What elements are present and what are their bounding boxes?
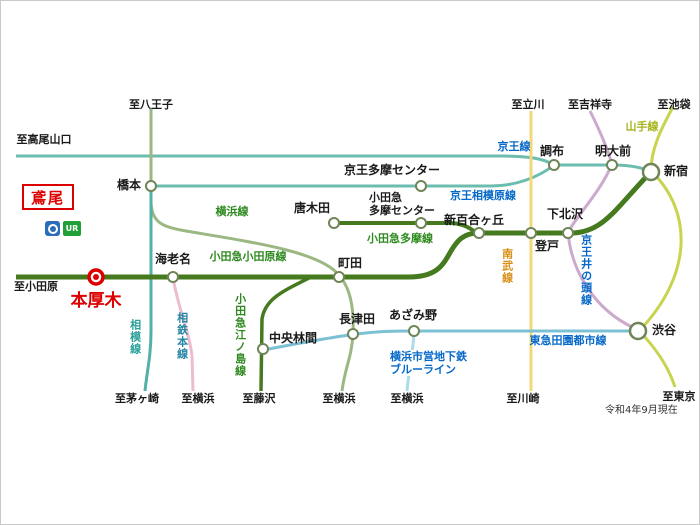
line-label-keio-inokashira: 京王井の頭線 bbox=[579, 234, 593, 306]
station-circle-hashimoto bbox=[145, 180, 157, 192]
line-label-sotetsu: 相鉄本線 bbox=[175, 312, 189, 360]
line-label-yamanote: 山手線 bbox=[625, 120, 659, 133]
station-label-machida: 町田 bbox=[337, 256, 363, 270]
station-circle-shin-yurigaoka bbox=[473, 227, 485, 239]
station-label-odakyu-tama-center: 小田急 多摩センター bbox=[369, 191, 435, 217]
sotetsu-line-path bbox=[171, 277, 195, 392]
direction-label-tokyo: 至東京 bbox=[662, 390, 696, 403]
station-circle-azamino bbox=[408, 325, 420, 337]
line-label-odakyu-odawara: 小田急小田原線 bbox=[209, 250, 287, 263]
line-label-yokohama-subway: 横浜市営地下鉄 ブルーライン bbox=[389, 350, 468, 376]
station-circle-karakida bbox=[328, 217, 340, 229]
station-label-shimokitazawa: 下北沢 bbox=[546, 207, 584, 221]
direction-label-tachikawa: 至立川 bbox=[511, 98, 545, 111]
direction-label-yokohama-subway: 至横浜 bbox=[390, 392, 424, 405]
station-label-hashimoto: 橋本 bbox=[117, 178, 142, 192]
station-label-shin-yurigaoka: 新百合ヶ丘 bbox=[443, 213, 505, 227]
ur-logo-icon: UR bbox=[63, 221, 81, 236]
station-circle-machida bbox=[333, 271, 345, 283]
station-label-shibuya: 渋谷 bbox=[652, 323, 677, 337]
station-circle-odakyu-tama-center bbox=[415, 217, 427, 229]
station-label-azamino: あざみ野 bbox=[388, 308, 438, 322]
odakyu-enoshima-line-path bbox=[259, 276, 310, 392]
direction-label-takaosanguchi: 至高尾山口 bbox=[16, 133, 72, 146]
station-label-odakyu-tama-center-line2: 多摩センター bbox=[369, 204, 435, 217]
odakyu-tama-line-path bbox=[334, 221, 477, 234]
station-circle-keio-tama-center bbox=[415, 180, 427, 192]
keio-inokashira-line-path bbox=[566, 110, 635, 330]
station-label-nagatsuta: 長津田 bbox=[338, 312, 376, 326]
jr-yokohama-line-path bbox=[149, 109, 355, 392]
line-label-nambu: 南武線 bbox=[500, 248, 514, 284]
station-circle-chofu bbox=[548, 159, 560, 171]
line-label-denentoshi: 東急田園都市線 bbox=[529, 334, 607, 347]
honatsugi-label: 本厚木 bbox=[70, 291, 122, 311]
station-circle-shibuya bbox=[628, 321, 648, 341]
line-label-yokohama-subway-line1: 横浜市営地下鉄 bbox=[390, 350, 467, 363]
station-circle-shimokitazawa bbox=[562, 227, 574, 239]
line-label-yokohama-subway-line2: ブルーライン bbox=[390, 363, 456, 376]
direction-label-kichijoji: 至吉祥寺 bbox=[568, 98, 612, 111]
honatsugi-marker-inner bbox=[93, 274, 99, 280]
station-circle-shinjuku bbox=[641, 162, 661, 182]
direction-label-ikebukuro: 至池袋 bbox=[657, 98, 691, 111]
date-note: 令和4年9月現在 bbox=[605, 405, 678, 416]
direction-label-kawasaki: 至川崎 bbox=[506, 392, 540, 405]
direction-label-chigasaki: 至茅ヶ崎 bbox=[115, 392, 159, 405]
station-label-odakyu-tama-center-line1: 小田急 bbox=[369, 191, 402, 204]
brand-logos: UR bbox=[45, 221, 81, 236]
station-label-chofu: 調布 bbox=[539, 144, 565, 158]
line-label-sagami: 相模線 bbox=[128, 319, 142, 355]
tobio-highlight-box: 鳶尾 bbox=[22, 184, 74, 210]
station-label-chuo-rinkan: 中央林間 bbox=[269, 331, 318, 345]
line-label-keio-sagamihara: 京王相模原線 bbox=[450, 189, 516, 202]
station-label-karakida: 唐木田 bbox=[293, 201, 331, 215]
line-label-yokohama: 横浜線 bbox=[215, 205, 249, 218]
line-label-keio: 京王線 bbox=[497, 140, 531, 153]
jr-sagami-line-path bbox=[143, 187, 153, 392]
line-label-odakyu-tama: 小田急多摩線 bbox=[367, 232, 433, 245]
line-label-odakyu-enoshima: 小田急江ノ島線 bbox=[233, 293, 247, 377]
odakyu-logo-icon bbox=[45, 221, 60, 236]
direction-label-hachioji: 至八王子 bbox=[129, 98, 173, 111]
station-label-ebina: 海老名 bbox=[154, 252, 192, 266]
odakyu-odawara-line-path bbox=[16, 172, 651, 280]
direction-label-fujisawa: 至藤沢 bbox=[242, 392, 276, 405]
station-circle-noborito bbox=[525, 227, 537, 239]
direction-label-yokohama-sotetsu: 至横浜 bbox=[181, 392, 215, 405]
station-circle-chuo-rinkan bbox=[257, 343, 269, 355]
yamanote-line-path bbox=[636, 106, 683, 388]
station-label-keio-tama-center: 京王多摩センター bbox=[343, 163, 441, 177]
station-circle-nagatsuta bbox=[347, 328, 359, 340]
station-circle-meidaimae bbox=[606, 159, 618, 171]
station-label-shinjuku: 新宿 bbox=[664, 164, 689, 178]
keio-sagamihara-line-path bbox=[151, 163, 555, 188]
direction-label-odawara: 至小田原 bbox=[14, 280, 58, 293]
station-label-noborito: 登戸 bbox=[535, 239, 560, 253]
station-circle-ebina bbox=[167, 271, 179, 283]
station-label-meidaimae: 明大前 bbox=[594, 144, 632, 158]
direction-label-yokohama-jr: 至横浜 bbox=[322, 392, 356, 405]
